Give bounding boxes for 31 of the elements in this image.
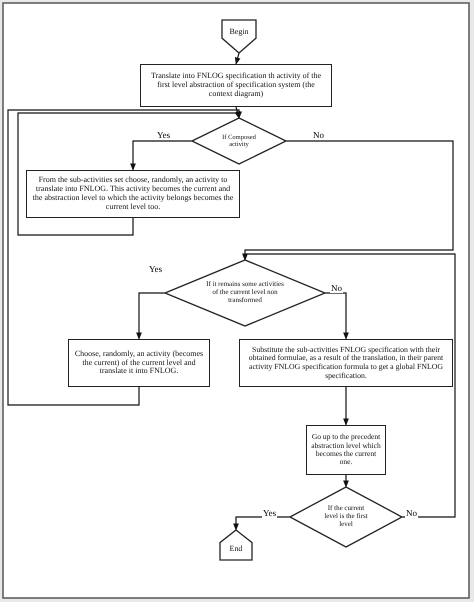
arrow <box>343 475 349 488</box>
node-text: Begin <box>229 28 249 37</box>
decision-diamond <box>165 260 325 326</box>
edge-label: Yes <box>156 131 172 140</box>
node-text: Translate into FNLOG specification th activity of the first level abstraction of specification system (the context diagram) <box>150 72 322 99</box>
process-box <box>239 339 453 387</box>
edge-label: No <box>330 284 343 293</box>
arrow <box>343 387 349 426</box>
process-box <box>140 64 332 107</box>
decision-diamond <box>192 118 286 164</box>
arrow <box>325 292 349 340</box>
start-terminator <box>222 20 256 53</box>
process-box <box>68 339 210 387</box>
edge-label: No <box>312 131 325 140</box>
decision-diamond <box>290 487 402 547</box>
node-text: Choose, randomly, an activity (becomes the current) of the current level and translate it into FNLOG. <box>74 350 204 376</box>
edge-label: No <box>405 509 418 518</box>
node-text: End <box>230 544 242 554</box>
node-text: From the sub-activities set choose, randomly, an activity to translate into FNLOG. This activity becomes the current and the abstraction level to which the activity belongs becomes the current level too. <box>32 176 234 212</box>
process-box <box>306 425 386 475</box>
edge-label: Yes <box>262 509 278 518</box>
end-terminator <box>220 530 252 560</box>
process-box <box>26 170 240 218</box>
arrow <box>234 52 240 65</box>
arrow <box>130 140 192 171</box>
arrow <box>234 106 240 119</box>
arrow <box>136 292 165 340</box>
arrow <box>242 253 456 518</box>
arrow <box>233 516 290 531</box>
arrow <box>7 109 242 406</box>
edge-label: Yes <box>148 265 164 274</box>
